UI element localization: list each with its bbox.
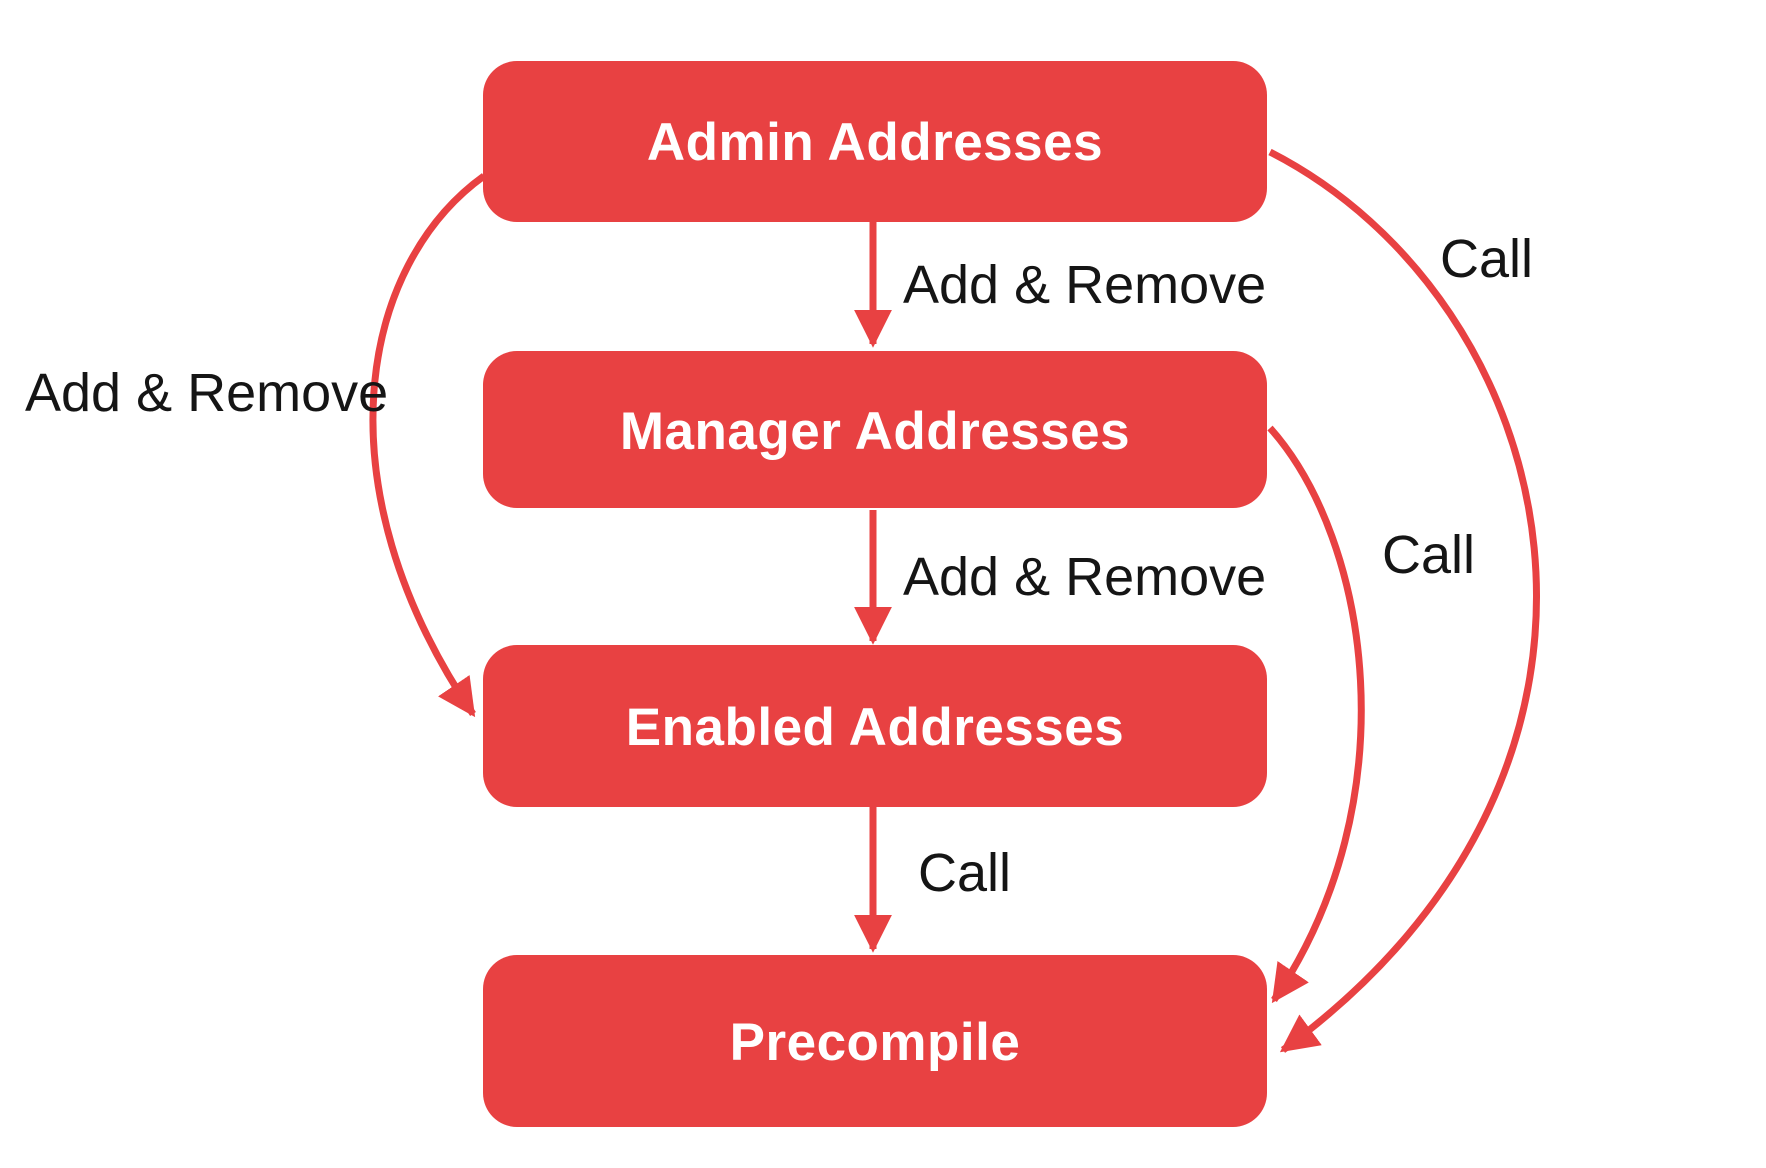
node-enabled-addresses-box — [483, 645, 1267, 807]
node-precompile-box — [483, 955, 1267, 1127]
node-precompile: Precompile — [483, 955, 1267, 1127]
node-manager-addresses-label: Manager Addresses — [620, 402, 1130, 461]
node-manager-addresses: Manager Addresses — [483, 351, 1267, 508]
node-admin-addresses-label: Admin Addresses — [647, 113, 1103, 172]
edge-manager-to-precompile-curve-arrow — [1267, 425, 1365, 1004]
edge-label-enabled-precompile: Call — [918, 843, 1011, 903]
node-admin-addresses: Admin Addresses — [483, 61, 1267, 222]
node-admin-addresses-box — [483, 61, 1267, 222]
node-enabled-addresses-label: Enabled Addresses — [626, 698, 1124, 757]
node-enabled-addresses: Enabled Addresses — [483, 645, 1267, 807]
edge-label-admin-manager: Add & Remove — [903, 255, 1266, 315]
edge-label-manager-precompile: Call — [1382, 525, 1475, 585]
edge-label-admin-enabled: Add & Remove — [25, 363, 388, 423]
edge-admin-to-precompile-curve-arrow — [1268, 148, 1540, 1053]
edge-label-manager-enabled: Add & Remove — [903, 547, 1266, 607]
node-precompile-label: Precompile — [730, 1013, 1021, 1072]
edge-admin-to-enabled-curve-arrow — [369, 173, 487, 718]
edge-label-admin-precompile: Call — [1440, 229, 1533, 289]
node-manager-addresses-box — [483, 351, 1267, 508]
